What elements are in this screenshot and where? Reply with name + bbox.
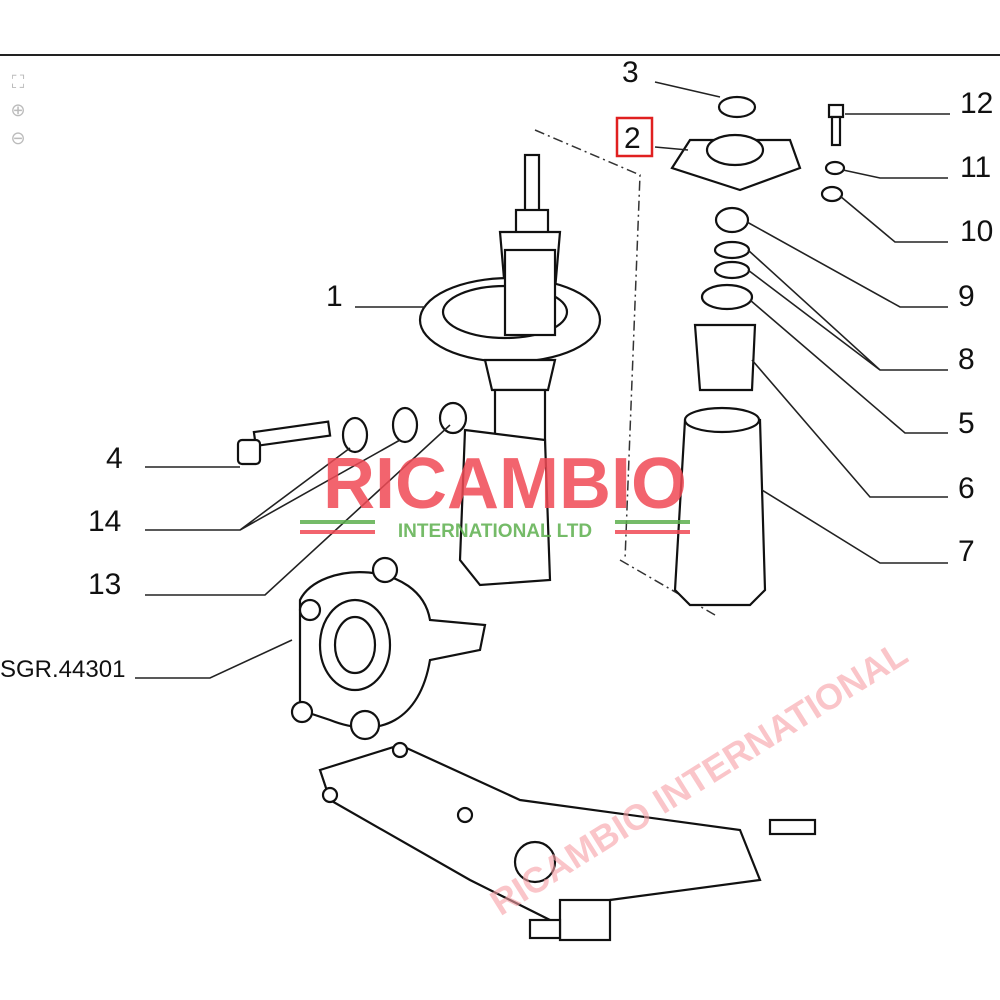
- callout-1[interactable]: 1: [326, 280, 343, 313]
- callout-10[interactable]: 10: [960, 215, 993, 248]
- watermark-logo: RICAMBIO INTERNATIONAL LTD: [300, 444, 690, 542]
- reference-label[interactable]: SGR.44301: [0, 656, 125, 683]
- watermark-brand: RICAMBIO: [323, 444, 687, 524]
- watermark-stripe-red: [615, 530, 690, 534]
- callout-3[interactable]: 3: [622, 56, 639, 89]
- watermark-subtitle: INTERNATIONAL LTD: [398, 521, 592, 542]
- callout-5[interactable]: 5: [958, 407, 975, 440]
- lower-control-arm: [318, 709, 817, 942]
- callout-13[interactable]: 13: [88, 568, 121, 601]
- callout-8[interactable]: 8: [958, 343, 975, 376]
- leader-lines: [135, 81, 950, 679]
- callout-14[interactable]: 14: [88, 505, 121, 538]
- callout-highlight-box: [615, 116, 654, 158]
- zoom-out-icon[interactable]: ⊖: [10, 128, 26, 148]
- watermark-stripe-green: [300, 520, 375, 524]
- callout-6[interactable]: 6: [958, 472, 975, 505]
- top-divider: [0, 54, 1000, 56]
- steering-knuckle: [290, 556, 487, 729]
- bolt-and-washers: [236, 401, 468, 466]
- callout-12[interactable]: 12: [960, 87, 993, 120]
- watermark-stripe-red: [300, 530, 375, 534]
- zoom-in-icon[interactable]: ⊕: [10, 100, 26, 120]
- watermark-stripe-green: [615, 520, 690, 524]
- callout-9[interactable]: 9: [958, 280, 975, 313]
- strut-assembly: [418, 153, 602, 587]
- callout-7[interactable]: 7: [958, 535, 975, 568]
- callout-2[interactable]: 2: [624, 122, 641, 155]
- top-mount-stack: [670, 95, 846, 607]
- fit-to-window-icon[interactable]: ⛶: [11, 72, 25, 92]
- dashed-group-outline: [534, 129, 716, 616]
- viewer-toolbar: ⛶ ⊕ ⊖: [6, 70, 32, 154]
- callout-labels: 3 2 12 11 10 9 8 5 6 7 1 4 14 13 SGR.443…: [0, 56, 993, 683]
- callout-11[interactable]: 11: [960, 151, 991, 184]
- callout-4[interactable]: 4: [106, 442, 123, 475]
